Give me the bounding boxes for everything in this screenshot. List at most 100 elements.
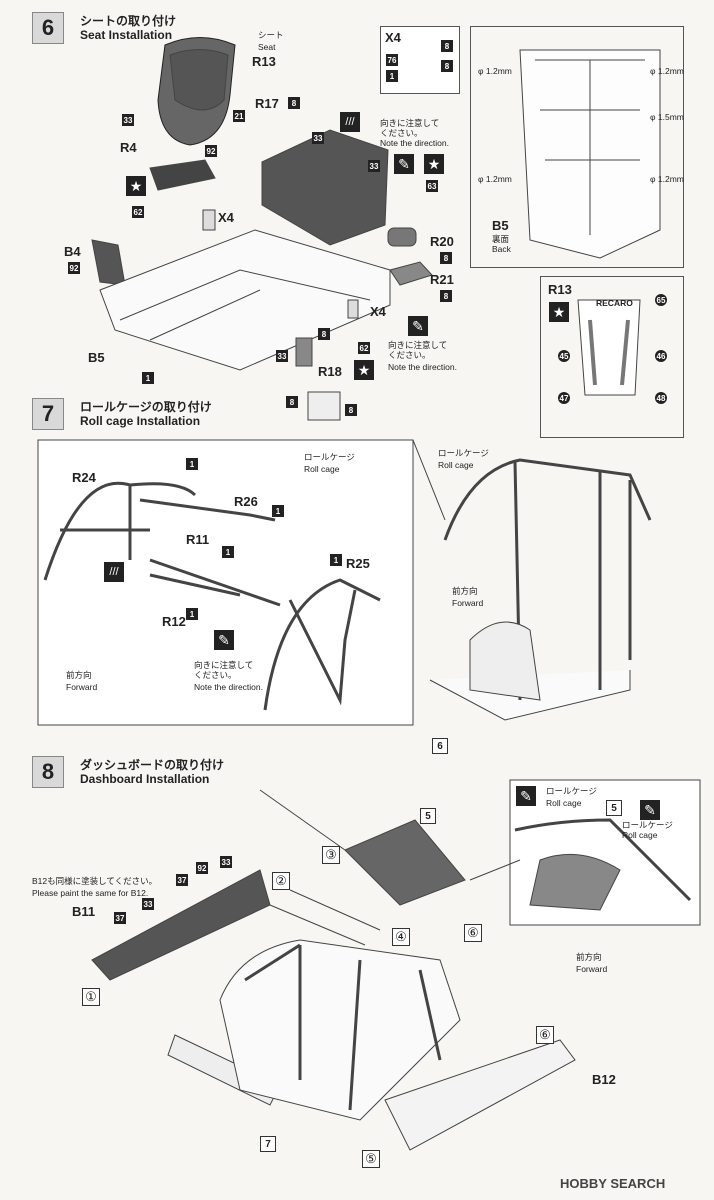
color-33b: 33: [312, 132, 324, 144]
glue-icon: ✎: [394, 154, 414, 174]
color-33: 33: [122, 114, 134, 126]
star-icon: ★: [126, 176, 146, 196]
paint-brush-icon-2: ///: [104, 562, 124, 582]
b5-drill-2: φ 1.2mm: [650, 66, 684, 76]
s7-color-1a: 1: [186, 458, 198, 470]
color-8: 8: [288, 97, 300, 109]
r13-color-48: 48: [655, 392, 667, 404]
b5-back-en: Back: [492, 244, 511, 254]
part-x4: X4: [218, 210, 234, 225]
ref-circle-5: ⑤: [362, 1150, 380, 1168]
s7-direction-jp: 向きに注意して ください。: [194, 660, 254, 680]
s7-forward2-jp: 前方向: [452, 586, 478, 596]
b5-back-box: [470, 26, 684, 268]
b5-back-jp: 裏面: [492, 234, 510, 244]
glue-icon-4: ✎: [516, 786, 536, 806]
glue-icon-5: ✎: [640, 800, 660, 820]
recaro-logo: RECARO: [596, 298, 633, 308]
b5-drill-1: φ 1.2mm: [478, 66, 512, 76]
s8-color-92: 92: [196, 862, 208, 874]
star-icon-4: ★: [549, 302, 569, 322]
color-63: 63: [426, 180, 438, 192]
s7-ref-box-6: 6: [432, 738, 448, 754]
paint-note-jp: B12も同様に塗装してください。: [32, 876, 158, 886]
seat-label-en: Seat: [258, 42, 276, 52]
step6-title-jp: シートの取り付け: [80, 14, 177, 28]
b5-drill-5: φ 1.2mm: [650, 174, 684, 184]
watermark: HOBBY SEARCH: [560, 1176, 666, 1191]
ref-circle-6b: ⑥: [536, 1026, 554, 1044]
color-21: 21: [233, 110, 245, 122]
part-r20: R20: [430, 234, 454, 249]
step7-title-en: Roll cage Installation: [80, 414, 201, 428]
color-62: 62: [132, 206, 144, 218]
color-8c: 8: [440, 290, 452, 302]
step6-title-en: Seat Installation: [80, 28, 173, 42]
step8-number: 8: [32, 756, 64, 788]
seat-label-jp: シート: [258, 30, 284, 40]
s8-ref-box-5b: 5: [606, 800, 622, 816]
part-x4b: X4: [370, 304, 386, 319]
step7-number: 7: [32, 398, 64, 430]
color-33c: 33: [368, 160, 380, 172]
s7-forward2-en: Forward: [452, 598, 484, 608]
b5-drill-4: φ 1.2mm: [478, 174, 512, 184]
color-8b: 8: [440, 252, 452, 264]
s7-direction-en: Note the direction.: [194, 682, 263, 692]
x4-color-8b: 8: [441, 60, 453, 72]
part-r25: R25: [346, 556, 370, 571]
s8-rollcage-jp: ロールケージ: [546, 786, 597, 796]
step7-title-jp: ロールケージの取り付け: [80, 400, 212, 414]
step8-title-jp: ダッシュボードの取り付け: [80, 758, 225, 772]
ref-circle-4: ④: [392, 928, 410, 946]
part-r21: R21: [430, 272, 454, 287]
ref-circle-2: ②: [272, 872, 290, 890]
s7-color-1b: 1: [272, 505, 284, 517]
direction-note-jp: 向きに注意して ください。: [380, 118, 440, 138]
s7-color-1c: 1: [222, 546, 234, 558]
s7-rollcage2-en: Roll cage: [438, 460, 474, 470]
direction-note2-jp: 向きに注意して ください。: [388, 340, 448, 360]
s7-color-1e: 1: [186, 608, 198, 620]
x4-color-1: 1: [386, 70, 398, 82]
part-b4: B4: [64, 244, 81, 259]
s8-forward-jp: 前方向: [576, 952, 602, 962]
color-8e: 8: [286, 396, 298, 408]
b5-drill-3: φ 1.5mm: [650, 112, 684, 122]
glue-icon-3: ✎: [214, 630, 234, 650]
ref-circle-3: ③: [322, 846, 340, 864]
part-r4: R4: [120, 140, 137, 155]
r13-color-46: 46: [655, 350, 667, 362]
s7-rollcage-en: Roll cage: [304, 464, 340, 474]
r13-color-47: 47: [558, 392, 570, 404]
s8-color-33: 33: [220, 856, 232, 868]
glue-icon-2: ✎: [408, 316, 428, 336]
r13-detail-box: [540, 276, 684, 438]
paint-note-en: Please paint the same for B12.: [32, 888, 149, 898]
color-92: 92: [205, 145, 217, 157]
part-r11: R11: [186, 532, 210, 547]
star-icon-3: ★: [354, 360, 374, 380]
color-33d: 33: [276, 350, 288, 362]
s8-rollcage2-en: Roll cage: [622, 830, 658, 840]
part-r12: R12: [162, 614, 186, 629]
s8-ref-box-7: 7: [260, 1136, 276, 1152]
part-r24: R24: [72, 470, 96, 485]
part-r18: R18: [318, 364, 342, 379]
s7-forward-jp: 前方向: [66, 670, 92, 680]
x4-color-76: 76: [386, 54, 398, 66]
color-62b: 62: [358, 342, 370, 354]
color-33e: 8: [345, 404, 357, 416]
ref-circle-1: ①: [82, 988, 100, 1006]
r13-box-label: R13: [548, 282, 572, 297]
x4-color-8a: 8: [441, 40, 453, 52]
s8-color-33b: 33: [142, 898, 154, 910]
color-1: 1: [142, 372, 154, 384]
step8-title-en: Dashboard Installation: [80, 772, 210, 786]
s7-rollcage-jp: ロールケージ: [304, 452, 355, 462]
part-r13: R13: [252, 54, 276, 69]
part-b11: B11: [72, 904, 96, 919]
s8-rollcage-en: Roll cage: [546, 798, 582, 808]
s7-rollcage2-jp: ロールケージ: [438, 448, 489, 458]
